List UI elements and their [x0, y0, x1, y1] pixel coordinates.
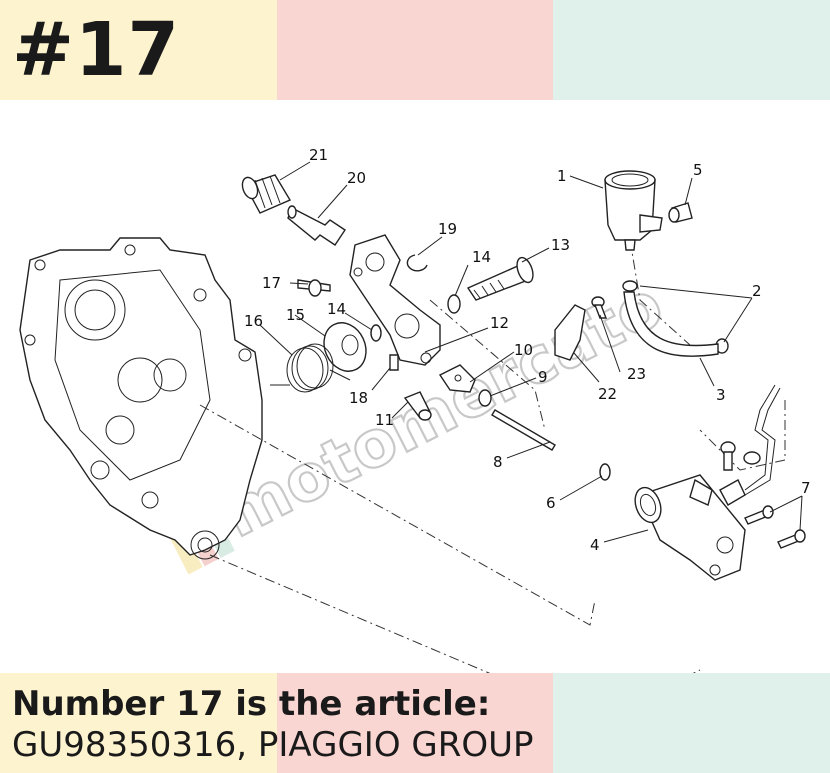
assembly-guide-lines: [199, 239, 786, 673]
part-2-hose-clip-upper: [622, 280, 638, 292]
part-12-lever: [349, 234, 441, 366]
label-4: 4: [590, 536, 600, 554]
part-11-pin: [403, 391, 432, 421]
caption-band-pink: [277, 673, 553, 773]
header-band-mint: [553, 0, 830, 100]
header-band-pink: [277, 0, 553, 100]
label-13: 13: [551, 236, 570, 254]
label-6: 6: [546, 494, 556, 512]
label-19: 19: [438, 220, 457, 238]
part-8-push-rod: [491, 409, 556, 451]
part-20-pin: [287, 205, 346, 246]
label-7: 7: [801, 479, 811, 497]
label-2: 2: [752, 282, 762, 300]
caption-band-mint: [553, 673, 830, 773]
caption-band: [0, 673, 830, 773]
label-14b: 14: [327, 300, 346, 318]
watermark-text: motomercato: [211, 267, 675, 552]
part-9-nut: [478, 389, 492, 407]
part-number-labels: 1 2 3 4 5 6 7 8 9 10 11 12 13 14 14 15 1…: [244, 146, 811, 554]
part-number-heading: #17: [12, 7, 180, 93]
label-5: 5: [693, 161, 703, 179]
exploded-parts-diagram: motomercato: [19, 146, 811, 673]
part-1-fluid-reservoir: [604, 170, 663, 251]
label-20: 20: [347, 169, 366, 187]
caption-band-yellow: [0, 673, 277, 773]
brake-pipe-assembly: [719, 384, 781, 506]
label-17: 17: [262, 274, 281, 292]
label-3: 3: [716, 386, 726, 404]
caption-title: Number 17 is the article:: [12, 684, 491, 724]
label-9: 9: [538, 368, 548, 386]
label-18: 18: [349, 389, 368, 407]
part-18-set-screw: [389, 354, 399, 371]
part-19-circlip: [406, 254, 428, 272]
header-band: [0, 0, 830, 100]
label-14a: 14: [472, 248, 491, 266]
part-15-washer: [323, 322, 367, 372]
label-15: 15: [286, 306, 305, 324]
part-16-spring: [270, 343, 351, 393]
part-23-screw: [591, 296, 608, 319]
part-14-o-ring-upper: [447, 294, 461, 314]
part-4-slave-cylinder: [634, 474, 746, 581]
part-22-hose-clamp: [554, 304, 586, 361]
part-10-clevis: [438, 364, 476, 393]
label-1: 1: [557, 167, 567, 185]
caption-article-code: GU98350316, PIAGGIO GROUP: [12, 725, 534, 765]
label-8: 8: [493, 453, 503, 471]
part-13-shaft: [466, 256, 534, 301]
part-7-bolts: [744, 505, 806, 549]
part-6-circlip: [599, 463, 611, 481]
label-21: 21: [309, 146, 328, 164]
part-3-hose: [623, 291, 719, 357]
leader-lines: [259, 161, 803, 543]
label-23: 23: [627, 365, 646, 383]
label-12: 12: [490, 314, 509, 332]
part-5-rubber-cap: [668, 202, 693, 223]
label-10: 10: [514, 341, 533, 359]
part-14-o-ring-lower: [370, 324, 382, 342]
label-11: 11: [375, 411, 394, 429]
part-17-bolt: [297, 279, 331, 297]
part-21-rubber-boot: [241, 174, 292, 214]
label-16: 16: [244, 312, 263, 330]
header-band-yellow: [0, 0, 277, 100]
crankcase-cover: [19, 237, 263, 560]
label-22: 22: [598, 385, 617, 403]
